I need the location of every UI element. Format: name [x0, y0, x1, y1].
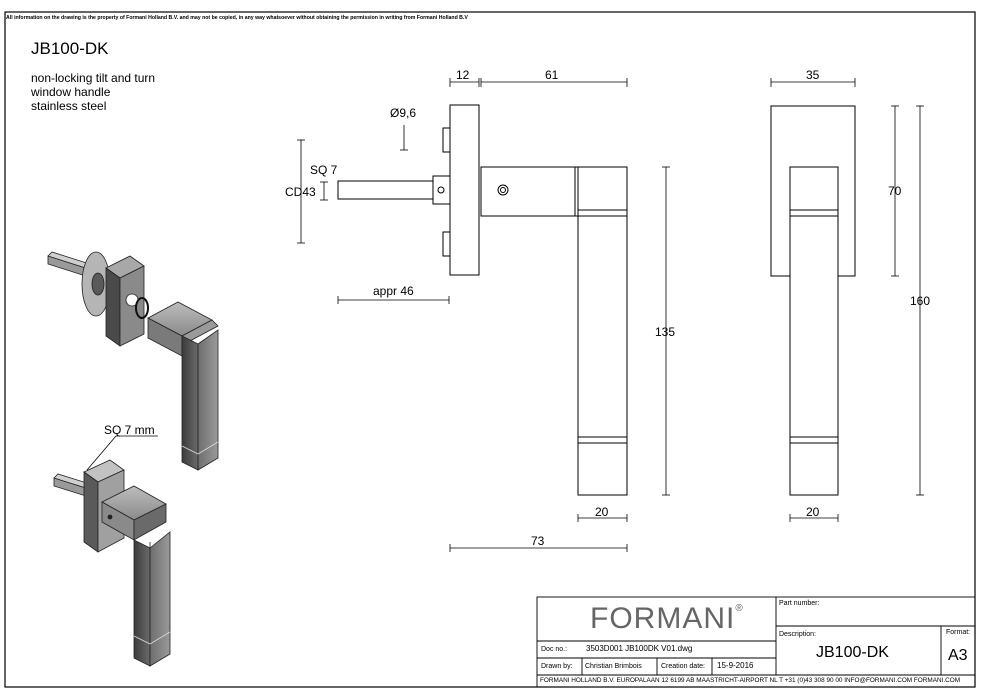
dim-center-distance: CD43	[285, 185, 316, 199]
dim-handle-height: 135	[655, 325, 676, 339]
copyright-notice: All information on the drawing is the pr…	[6, 15, 468, 21]
doc-no-value: 3503D001 JB100DK V01.dwg	[586, 644, 693, 653]
dim-overall-height: 160	[910, 294, 931, 308]
doc-no-label: Doc no.:	[541, 646, 568, 653]
dim-rose-width: 35	[806, 68, 820, 82]
isometric-exploded-view	[47, 251, 219, 471]
dimension-lines	[86, 78, 924, 552]
description-line-2: window handle	[31, 85, 111, 99]
dim-spindle-hole-diameter: Ø9,6	[390, 106, 417, 120]
product-code-title: JB100-DK	[31, 39, 109, 58]
format-label: Format:	[946, 629, 971, 636]
iso-spindle-label: SQ 7 mm	[104, 423, 155, 437]
drawn-by-label: Drawn by:	[541, 663, 573, 670]
company-footer: FORMANI HOLLAND B.V. EUROPALAAN 12 6199 …	[540, 677, 961, 684]
front-view	[770, 105, 856, 496]
dim-grip-width-front: 20	[806, 505, 820, 519]
dim-grip-width-side: 20	[595, 505, 609, 519]
description-label: Description:	[779, 631, 816, 638]
drawing-frame	[4, 11, 976, 688]
creation-date-label: Creation date:	[661, 663, 705, 670]
brand-logo: FORMANI®	[590, 602, 744, 635]
description-line-1: non-locking tilt and turn	[31, 71, 156, 85]
title-block-frame	[536, 596, 976, 688]
format-value: A3	[948, 647, 968, 664]
drawn-by-value: Christian Brimbois	[585, 663, 642, 670]
isometric-assembled-view	[53, 459, 171, 667]
dim-rose-thickness: 12	[456, 68, 470, 82]
creation-date-value: 15-9-2016	[717, 661, 754, 670]
dim-spindle-length: appr 46	[373, 284, 414, 298]
dim-spindle-square: SQ 7	[310, 163, 338, 177]
dim-rose-height: 70	[888, 184, 902, 198]
side-view	[337, 104, 628, 496]
description-line-3: stainless steel	[31, 99, 107, 113]
description-value: JB100-DK	[816, 644, 889, 661]
dim-overall-projection: 73	[531, 534, 545, 548]
part-number-label: Part number:	[779, 600, 820, 607]
dim-lever-length: 61	[545, 68, 559, 82]
